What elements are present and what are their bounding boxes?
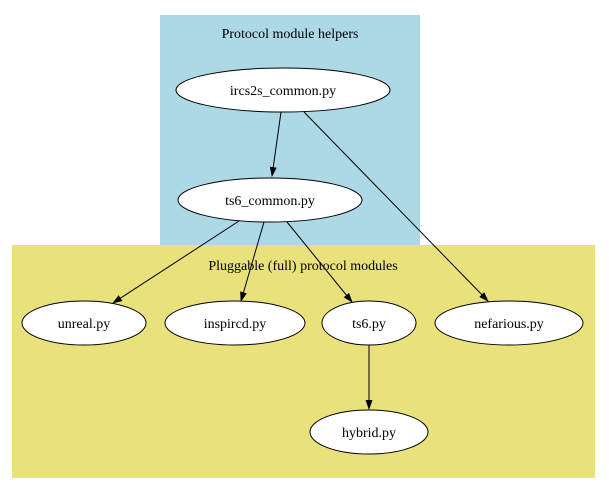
cluster-protocol-modules [12,245,595,478]
node-hybrid: hybrid.py [309,409,429,455]
node-ts6-label: ts6.py [352,317,386,332]
node-hybrid-label: hybrid.py [342,426,396,441]
node-ts6: ts6.py [321,300,417,346]
edge-ts6-common-to-ts6 [286,221,353,303]
node-inspircd: inspircd.py [164,300,306,346]
node-ts6-shape [321,300,417,346]
edge-ircs2s-common-to-nefarious [303,111,489,302]
edge-ts6-common-to-unreal [112,220,240,304]
node-nefarious-label: nefarious.py [474,317,544,332]
node-ircs2s-common-shape [175,67,391,113]
node-inspircd-shape [164,300,306,346]
node-ts6-common: ts6_common.py [177,177,363,223]
node-inspircd-label: inspircd.py [204,317,267,332]
cluster-protocol-modules-label: Pluggable (full) protocol modules [208,259,397,274]
node-ts6-common-label: ts6_common.py [225,194,315,209]
node-ircs2s-common: ircs2s_common.py [175,67,391,113]
node-unreal-label: unreal.py [58,317,110,332]
edge-ts6-common-to-inspircd [240,221,265,302]
node-ircs2s-common-label: ircs2s_common.py [230,84,336,99]
node-ts6-common-shape [177,177,363,223]
cluster-protocol-helpers-label: Protocol module helpers [222,27,359,42]
edge-ircs2s-common-to-ts6-common [269,111,282,177]
node-nefarious-shape [434,300,584,346]
node-nefarious: nefarious.py [434,300,584,346]
node-unreal: unreal.py [21,300,147,346]
node-hybrid-shape [309,409,429,455]
node-unreal-shape [21,300,147,346]
